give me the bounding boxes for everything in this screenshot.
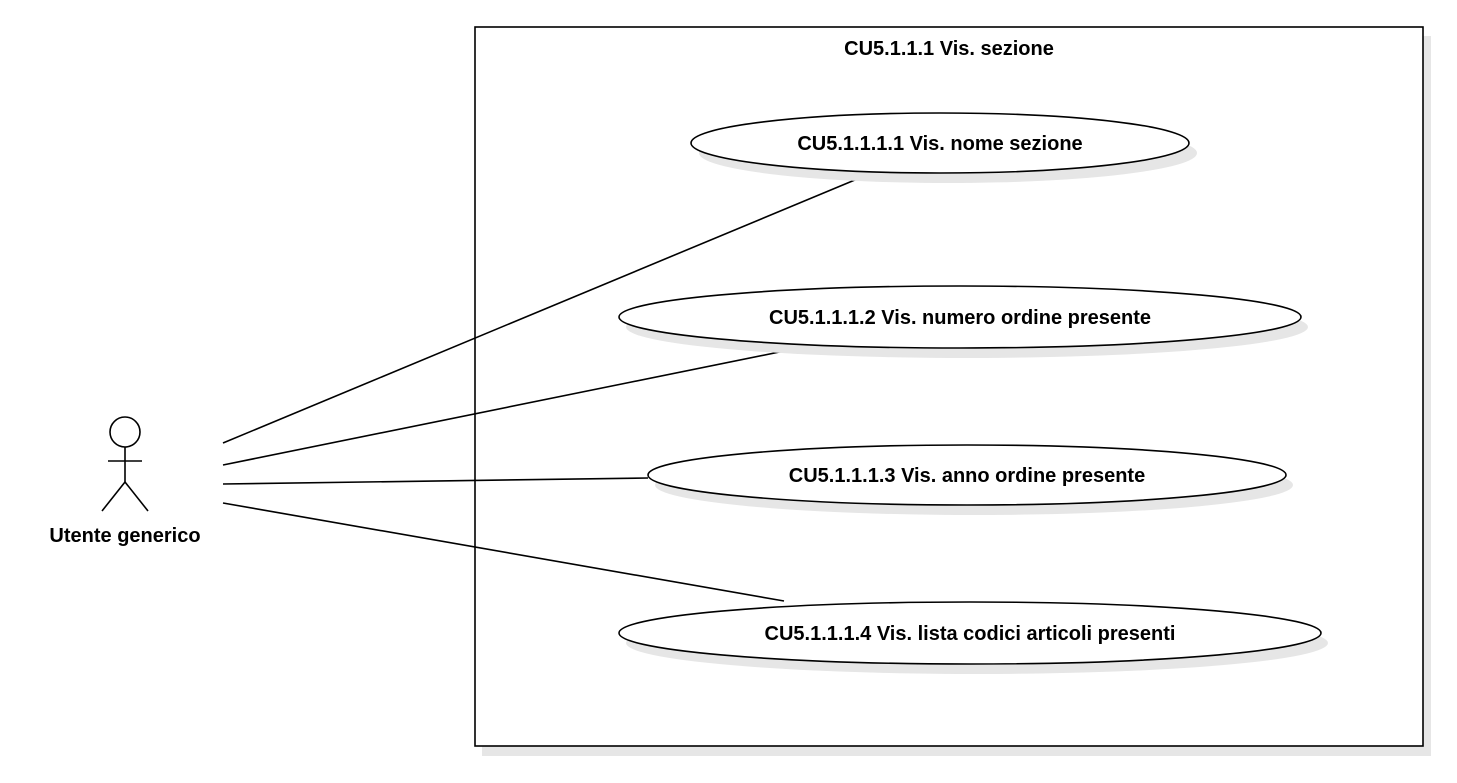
use-case-2-label: CU5.1.1.1.2 Vis. numero ordine presente (769, 307, 1151, 329)
actor-stick-figure-icon (101, 416, 149, 512)
association-line-2[interactable] (222, 347, 800, 466)
actor-label: Utente generico (49, 525, 200, 547)
system-title: CU5.1.1.1 Vis. sezione (844, 38, 1054, 60)
use-case-3[interactable]: CU5.1.1.1.3 Vis. anno ordine presente (647, 444, 1293, 515)
use-case-1[interactable]: CU5.1.1.1.1 Vis. nome sezione (690, 112, 1197, 183)
use-case-2[interactable]: CU5.1.1.1.2 Vis. numero ordine presente (618, 285, 1308, 358)
use-case-1-label: CU5.1.1.1.1 Vis. nome sezione (797, 133, 1082, 155)
association-line-1[interactable] (222, 176, 863, 444)
actor[interactable]: Utente generico (49, 416, 201, 547)
use-case-4[interactable]: CU5.1.1.1.4 Vis. lista codici articoli p… (618, 601, 1328, 674)
association-line-3[interactable] (222, 477, 649, 485)
use-case-4-label: CU5.1.1.1.4 Vis. lista codici articoli p… (765, 623, 1176, 645)
association-line-4[interactable] (222, 502, 785, 602)
associations (222, 176, 863, 602)
use-case-3-label: CU5.1.1.1.3 Vis. anno ordine presente (789, 465, 1145, 487)
